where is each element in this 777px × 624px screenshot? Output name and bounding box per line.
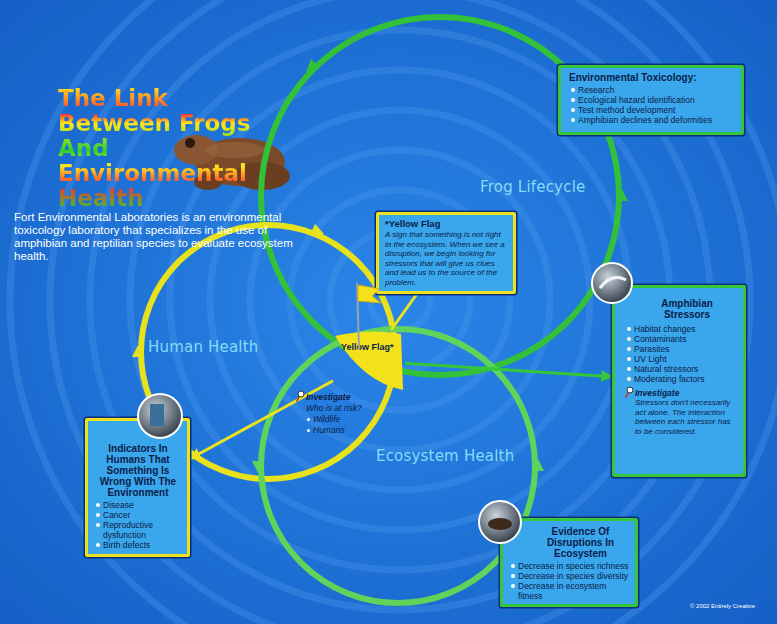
bullet-item: Decrease in species richness (509, 561, 630, 571)
box-note: Stressors don't necessarily act alone. T… (635, 398, 737, 436)
bullet-item: Test method development (569, 105, 735, 115)
info-box: *Yellow FlagA sign that something is not… (376, 212, 516, 294)
circle-label: Frog Lifecycle (480, 178, 585, 196)
copyright-note: © 2002 Entirely Creative (690, 603, 776, 609)
bullet-item: Decrease in species diversity (509, 571, 630, 581)
bullet-item: Disease (94, 500, 182, 510)
swirl (10, 0, 777, 624)
box-heading: Indicators In Humans That Something Is W… (94, 443, 182, 498)
bullet-item: Habitat changes (625, 324, 737, 334)
bullet-item: Cancer (94, 510, 182, 520)
magnifier-handle (626, 393, 628, 398)
bullet-item: Moderating factors (625, 374, 737, 384)
bullet-item: Amphibian declines and deformities (569, 115, 735, 125)
magnifier-handle (297, 397, 299, 402)
bullet-item: Humans (313, 425, 373, 435)
question-text: Who is at risk? (306, 403, 396, 413)
swirl-ring (50, 0, 750, 624)
magnifier-lens (298, 391, 304, 397)
info-box: Evidence Of Disruptions In EcosystemDecr… (500, 518, 638, 607)
magnifier-icon (296, 390, 305, 402)
bullet-item: Ecological hazard identification (569, 95, 735, 105)
bullet-dot (307, 429, 310, 432)
circle-stroke (261, 17, 619, 375)
bullet-item: Parasites (625, 344, 737, 354)
wedge-fill (335, 331, 403, 390)
investigate-heading: Investigate (635, 388, 737, 398)
box-note: A sign that something is not right in th… (385, 230, 508, 287)
circle-label: Human Health (148, 338, 259, 356)
flag-wedge: Yellow Flag* (333, 330, 405, 392)
box-heading: *Yellow Flag (385, 218, 508, 229)
swirl-ring (10, 0, 777, 624)
box-heading: Amphibian Stressors (625, 298, 737, 320)
info-box: Amphibian StressorsHabitat changesContam… (612, 285, 746, 477)
circle-stroke (261, 329, 535, 603)
wedge-shape (333, 330, 405, 392)
bullet-item: Research (569, 85, 735, 95)
info-box: Environmental Toxicology: ResearchEcologi… (558, 65, 744, 135)
bullet-item: Decrease in ecosystem fitness (509, 581, 630, 601)
investigate-heading: Investigate (306, 392, 386, 402)
intro-text: Fort Environmental Laboratories is an en… (14, 211, 306, 263)
circle-label: Ecosystem Health (376, 447, 514, 465)
bullet-item: Contaminants (625, 334, 737, 344)
box-heading: Environmental Toxicology: (569, 72, 735, 83)
bullet-item: Birth defects (94, 540, 182, 550)
wedge-label: Yellow Flag* (341, 342, 394, 352)
investigate-row: InvestigateStressors don't necessarily a… (625, 388, 737, 436)
bullet-item: Reproductive dysfunction (94, 520, 182, 540)
magnifier-lens (627, 387, 633, 393)
magnifier-icon (625, 386, 634, 398)
poster-title: The Link Between Frogs And Environmental… (58, 86, 273, 211)
box-heading: Evidence Of Disruptions In Ecosystem (509, 526, 630, 559)
bullet-item: UV Light (625, 354, 737, 364)
bullet-item: Natural stressors (625, 364, 737, 374)
bullet-item: Wildlife (313, 414, 373, 424)
bullet-dot (307, 418, 310, 421)
info-box: Indicators In Humans That Something Is W… (85, 418, 190, 557)
